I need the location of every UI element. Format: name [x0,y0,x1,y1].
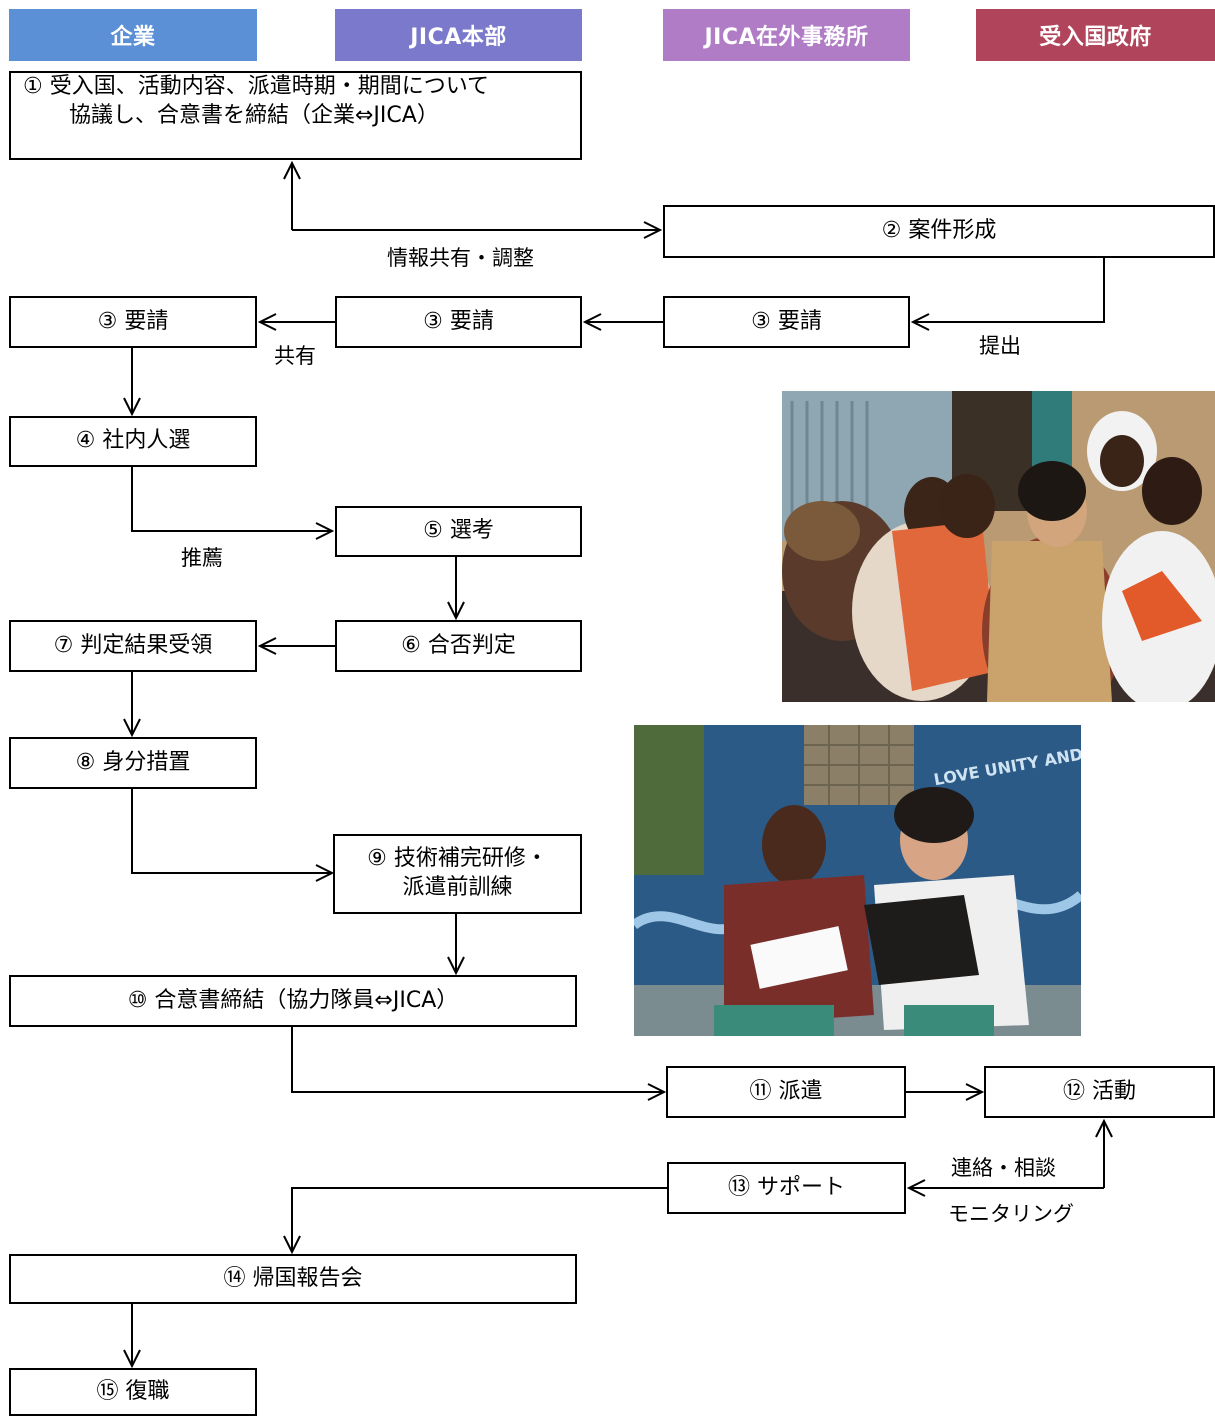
connector-10-to-11 [291,1027,664,1092]
connector-8-to-9 [131,789,332,873]
step-3-office-label: ③ 要請 [751,308,822,334]
step-2-project-formation: ② 案件形成 [663,205,1215,258]
label-contact: 連絡・相談 [951,1156,1056,1180]
step-12-activity: ⑫ 活動 [984,1066,1215,1118]
connector-13-to-14 [292,1187,667,1252]
step-8-status-measures: ⑧ 身分措置 [9,737,257,789]
step-3-hq-label: ③ 要請 [423,308,494,334]
step-9-training: ⑨ 技術補完研修・ 派遣前訓練 [333,834,582,914]
step-12-label: ⑫ 活動 [1063,1078,1136,1104]
photo-volunteer-group-image [782,391,1215,702]
step-3-company-label: ③ 要請 [97,308,169,334]
step-13-support: ⑬ サポート [667,1162,906,1214]
lane-header-jica-hq: JICA本部 [335,9,582,61]
step-7-result-receipt: ⑦ 判定結果受領 [9,620,257,672]
lane-header-government: 受入国政府 [976,9,1215,61]
step-15-reinstatement: ⑮ 復職 [9,1368,257,1416]
step-4-label: ④ 社内人選 [75,428,191,454]
step-7-label: ⑦ 判定結果受領 [53,632,213,658]
step-3-request-office: ③ 要請 [663,296,910,348]
step-15-label: ⑮ 復職 [96,1378,170,1404]
step-11-dispatch: ⑪ 派遣 [666,1066,906,1118]
step-10-volunteer-agreement: ⑩ 合意書締結（協力隊員⇔JICA） [9,975,577,1027]
step-9-line-1: ⑨ 技術補完研修・ [367,846,548,872]
step-9-line-2: 派遣前訓練 [402,875,513,900]
step-5-label: ⑤ 選考 [423,518,494,544]
step-13-label: ⑬ サポート [728,1174,845,1200]
step-8-label: ⑧ 身分措置 [75,749,191,775]
step-1-line-1: ① 受入国、活動内容、派遣時期・期間について [23,74,490,99]
lane-header-jica-office: JICA在外事務所 [663,9,910,61]
connector-4-to-5 [131,467,332,531]
step-10-label: ⑩ 合意書締結（協力隊員⇔JICA） [127,987,459,1013]
photo-volunteer-reading-image: LOVE UNITY AND RESPECT [634,725,1081,1036]
step-3-request-hq: ③ 要請 [335,296,582,348]
step-14-return-report: ⑭ 帰国報告会 [9,1254,577,1304]
step-3-request-company: ③ 要請 [9,296,257,348]
step-5-screening: ⑤ 選考 [335,506,582,557]
step-4-internal-selection: ④ 社内人選 [9,416,257,467]
label-monitoring: モニタリング [948,1202,1074,1226]
step-6-label: ⑥ 合否判定 [401,632,516,658]
step-14-label: ⑭ 帰国報告会 [223,1265,363,1291]
label-share: 共有 [274,344,316,368]
lane-header-company: 企業 [9,9,257,61]
step-1-line-2: 協議し、合意書を締結（企業⇔JICA） [69,102,439,128]
connector-2-to-3-office [913,258,1105,322]
step-6-pass-fail: ⑥ 合否判定 [335,620,582,672]
label-recommend: 推薦 [181,546,223,570]
step-11-label: ⑪ 派遣 [749,1078,823,1104]
photo-volunteer-reading: LOVE UNITY AND RESPECT [634,725,1081,1036]
label-info-share: 情報共有・調整 [387,246,534,270]
step-2-label: ② 案件形成 [881,218,997,244]
photo-volunteer-group [782,391,1215,702]
label-submit: 提出 [979,334,1021,358]
step-1-agreement: ① 受入国、活動内容、派遣時期・期間について 協議し、合意書を締結（企業⇔JIC… [9,71,582,160]
